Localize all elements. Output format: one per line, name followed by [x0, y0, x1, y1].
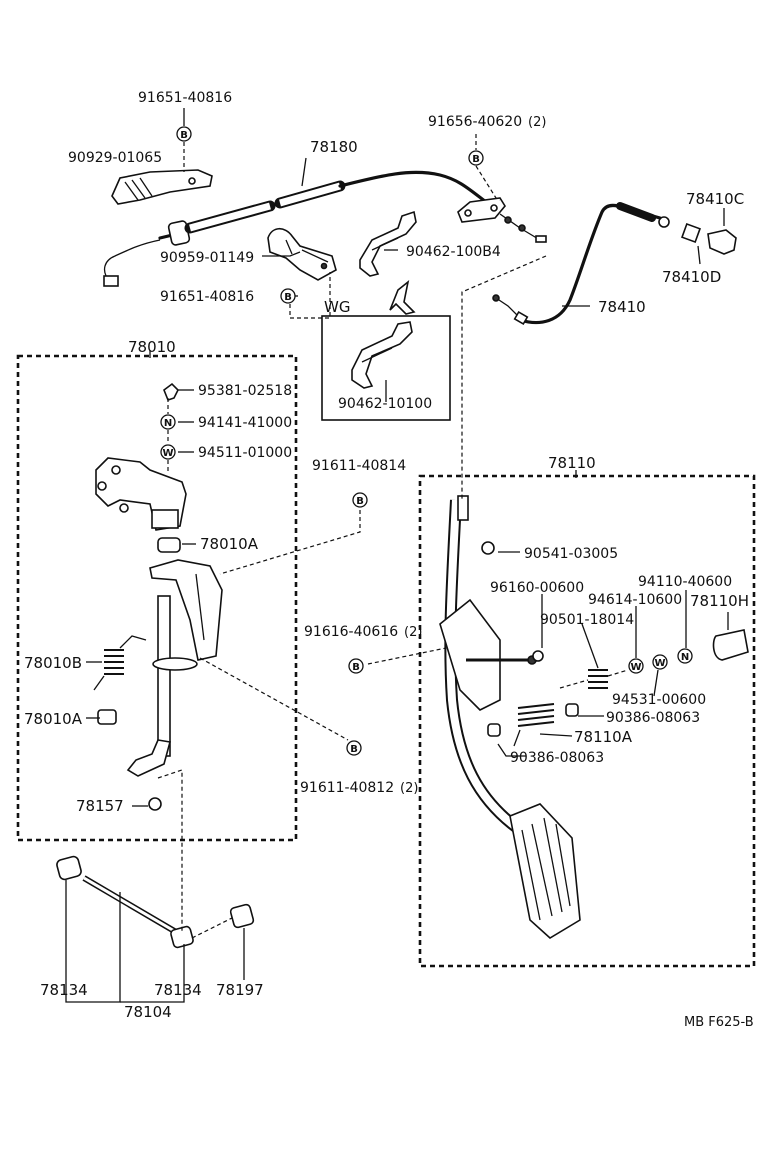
label-78134-b: 78134 [154, 981, 202, 999]
nut-78410D-drawing [681, 223, 701, 243]
label-91656-40620-qty: (2) [528, 115, 546, 130]
label-90501-18014: 90501-18014 [540, 612, 634, 628]
label-78157: 78157 [76, 797, 124, 815]
cable-78180-drawing [103, 169, 547, 287]
label-91616-40616-qty: (2) [404, 625, 422, 640]
label-95381-02518: 95381-02518 [198, 383, 292, 399]
b-mark-mid [280, 288, 296, 304]
part-labels: 91651-40816 90929-01065 78180 91656-4062… [24, 90, 754, 1030]
svg-text:W: W [162, 448, 173, 459]
label-94614-10600: 94614-10600 [588, 592, 682, 608]
label-90462-10100: 90462-10100 [338, 396, 432, 412]
b-mark-91611-40812 [346, 740, 362, 756]
cable-78410-drawing [492, 202, 737, 326]
clip-90959-drawing [267, 227, 337, 281]
label-91611-40812-qty: (2) [400, 781, 418, 796]
bracket-90462-10100-drawing [351, 321, 413, 389]
label-78410: 78410 [598, 298, 646, 316]
reference-code: MB F625-B [684, 1015, 754, 1030]
label-91611-40814: 91611-40814 [312, 458, 406, 474]
label-78010A-top: 78010A [200, 535, 259, 553]
label-94110-40600: 94110-40600 [638, 574, 732, 590]
label-94531-00600: 94531-00600 [612, 692, 706, 708]
svg-text:W: W [630, 662, 641, 673]
label-91651-40816-top: 91651-40816 [138, 90, 232, 106]
bracket-90929-drawing [111, 169, 213, 205]
b-mark-top [176, 126, 192, 142]
label-90929-01065: 90929-01065 [68, 150, 162, 166]
label-94141-41000: 94141-41000 [198, 415, 292, 431]
label-78410D: 78410D [662, 268, 721, 286]
label-90541-03005: 90541-03005 [524, 546, 618, 562]
svg-text:B: B [472, 154, 480, 165]
label-91651-40816-mid: 91651-40816 [160, 289, 254, 305]
svg-text:N: N [681, 652, 689, 663]
b-mark-91616 [348, 658, 364, 674]
label-78110H: 78110H [690, 592, 749, 610]
label-78410C: 78410C [686, 190, 744, 208]
bracket-90462-100b4-drawing [359, 210, 417, 277]
pedal-78110-drawing: W W N [439, 495, 749, 939]
svg-text:B: B [180, 130, 188, 141]
box-78110 [418, 474, 756, 968]
assembly-78010-drawing [93, 382, 223, 811]
n-mark-94141 [160, 414, 176, 430]
label-78134-a: 78134 [40, 981, 88, 999]
label-WG: WG [324, 298, 350, 316]
label-90959-01149: 90959-01149 [160, 250, 254, 266]
label-91611-40812: 91611-40812 [300, 780, 394, 796]
svg-text:B: B [356, 496, 364, 507]
label-90462-100B4: 90462-100B4 [406, 244, 501, 260]
label-96160-00600: 96160-00600 [490, 580, 584, 596]
label-78104: 78104 [124, 1003, 172, 1021]
svg-text:B: B [350, 744, 358, 755]
box-78010 [16, 354, 298, 842]
label-91656-40620: 91656-40620 [428, 114, 522, 130]
rod-78104-drawing [56, 855, 255, 949]
svg-text:B: B [284, 292, 292, 303]
symbol-markers: B B B N W B B B [160, 126, 484, 756]
label-78010B: 78010B [24, 654, 82, 672]
up-arrow [389, 280, 416, 315]
leader-lines [65, 108, 729, 1003]
label-78197: 78197 [216, 981, 264, 999]
svg-text:B: B [352, 662, 360, 673]
label-90386-08063-a: 90386-08063 [606, 710, 700, 726]
svg-text:W: W [654, 658, 665, 669]
wg-box [321, 315, 451, 421]
w-mark-94511 [160, 444, 176, 460]
label-91616-40616: 91616-40616 [304, 624, 398, 640]
label-94511-01000: 94511-01000 [198, 445, 292, 461]
label-78010A-bot: 78010A [24, 710, 83, 728]
label-78010: 78010 [128, 338, 176, 356]
label-78180: 78180 [310, 138, 358, 156]
b-mark-91656 [468, 150, 484, 166]
knob-78410C-drawing [707, 229, 737, 255]
b-mark-91611-40814 [352, 492, 368, 508]
label-78110A: 78110A [574, 728, 633, 746]
label-78110: 78110 [548, 454, 596, 472]
label-90386-08063-b: 90386-08063 [510, 750, 604, 766]
svg-text:N: N [164, 418, 172, 429]
